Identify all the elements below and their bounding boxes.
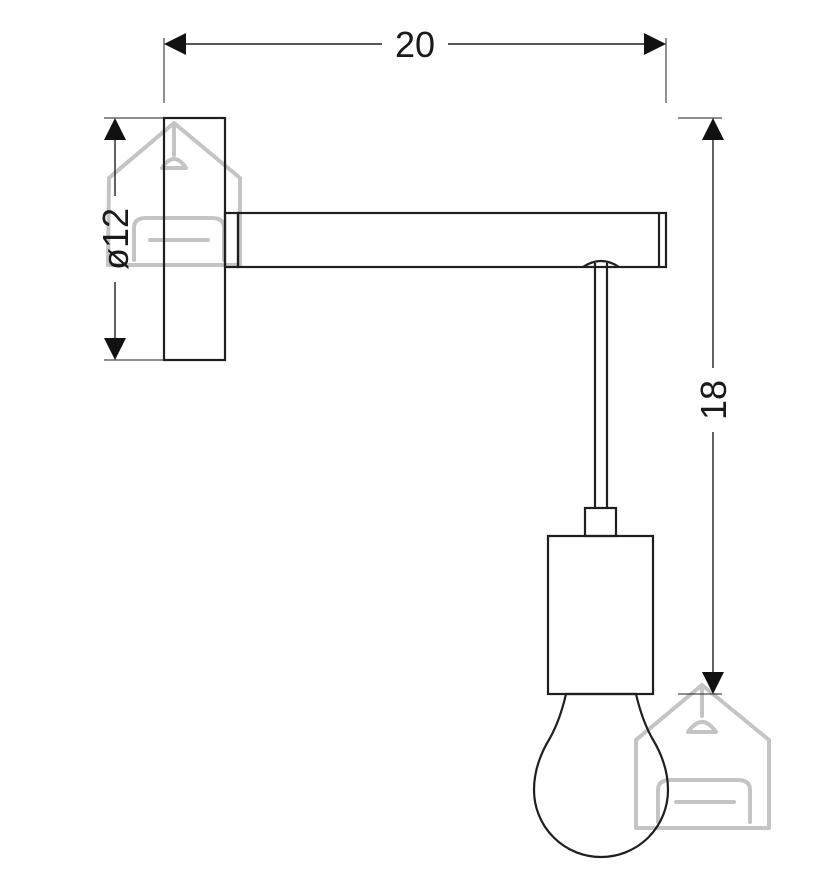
lamp-drawing (162, 116, 670, 859)
diameter-arrow-bottom (104, 338, 126, 360)
diameter-label: ø12 (95, 208, 136, 270)
light-bulb (532, 692, 670, 859)
height-label: 18 (693, 380, 734, 420)
lamp-socket (546, 534, 655, 696)
arm-collar (223, 211, 240, 269)
watermark-logo-bottom-right (634, 683, 771, 830)
width-arrow-right (644, 33, 666, 55)
suspension-cord (593, 263, 609, 508)
cord-outlet (582, 259, 620, 268)
horizontal-arm (236, 211, 668, 269)
diameter-arrow-top (104, 118, 126, 140)
height-arrow-top (702, 118, 724, 140)
height-dimension: 18 (678, 117, 734, 695)
cord-grip (583, 506, 618, 538)
width-arrow-left (164, 33, 186, 55)
diameter-dimension: ø12 (95, 117, 164, 361)
height-arrow-bottom (702, 672, 724, 694)
width-dimension: 20 (163, 24, 667, 103)
width-label: 20 (395, 24, 435, 65)
